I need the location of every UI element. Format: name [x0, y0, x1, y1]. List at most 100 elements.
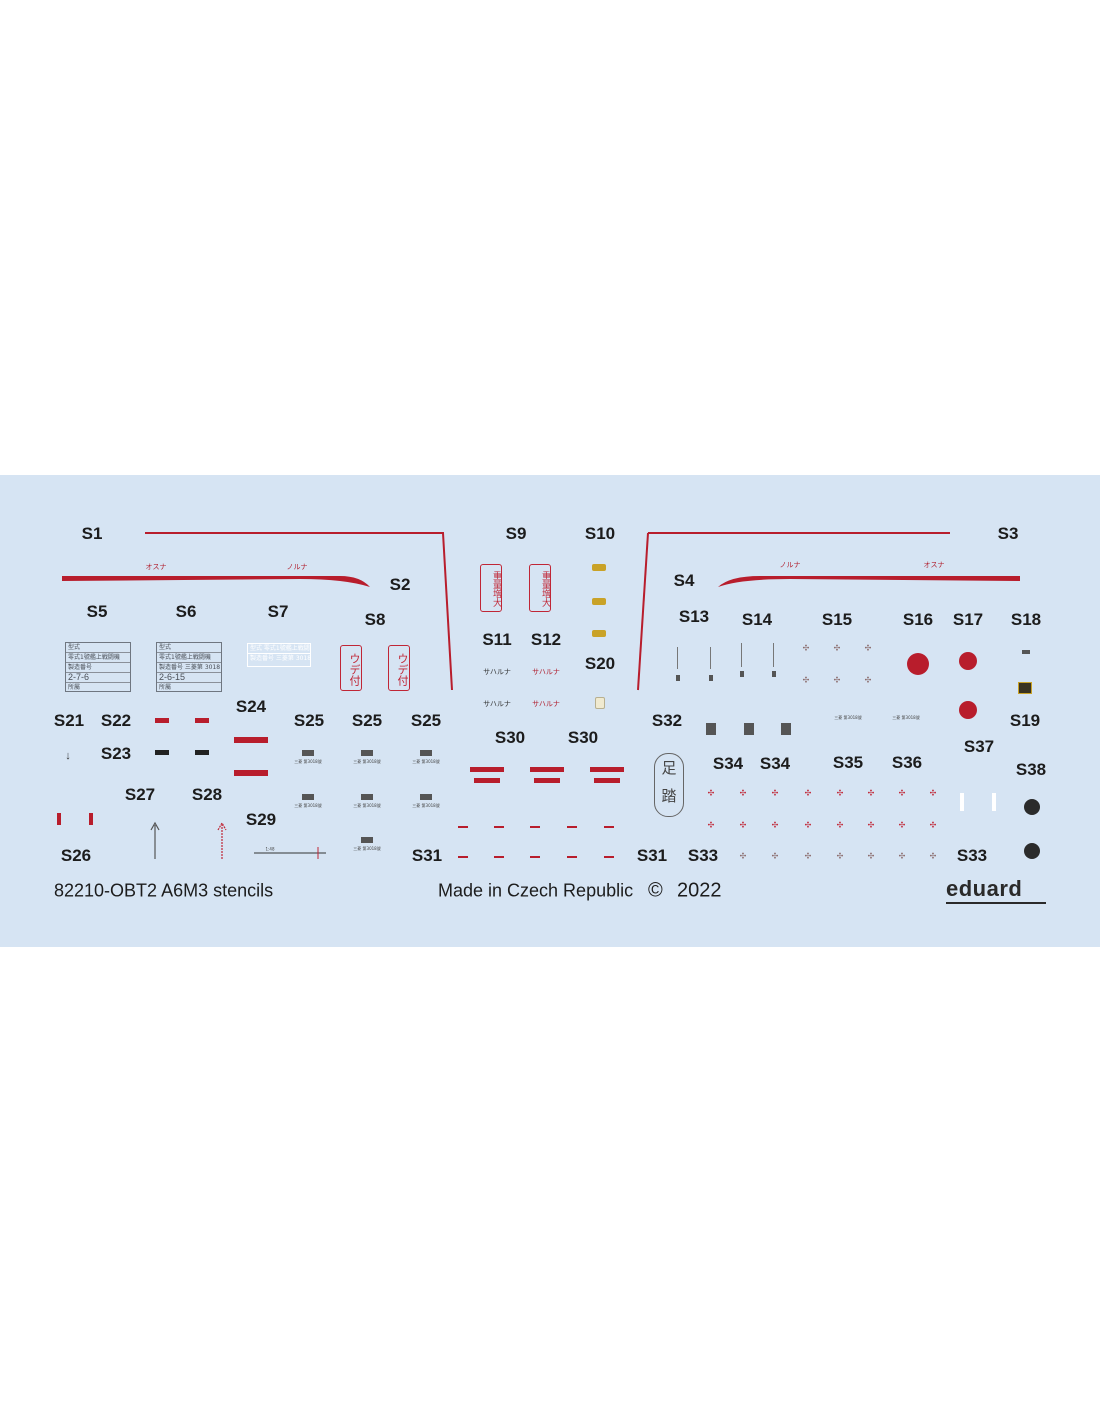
s30-bar-1a [470, 767, 504, 772]
s10-gold-marker-a [592, 564, 606, 571]
s31-dash-1 [458, 826, 468, 828]
s17-red-dot-a [959, 652, 977, 670]
s11-saharuna-b: サハルナ [483, 700, 511, 708]
s9-weight-tag-b: 重量増大 [529, 564, 551, 612]
s15-cross-6: ✣ [864, 675, 872, 685]
s12-saharuna-a: サハルナ [532, 668, 560, 676]
s14-marker-b [772, 671, 776, 677]
s11-saharuna-a: サハルナ [483, 668, 511, 676]
s25-box-4 [302, 794, 314, 800]
s15-cross-2: ✣ [833, 643, 841, 653]
s36-cross-2: ✣ [929, 788, 937, 798]
label-s17: S17 [952, 610, 984, 629]
s6-data-plate: 型式 零式1號艦上戦闘機 製造番号 三菱第 3018 號 2-6-15 所屬 [156, 642, 222, 692]
label-s21: S21 [53, 711, 85, 730]
s32-panel-2 [744, 723, 754, 735]
s29-text: 1:48 [265, 846, 275, 852]
s24-red-bar-b [234, 770, 268, 776]
eduard-logo-underline [946, 902, 1046, 904]
s31-dash-6 [458, 856, 468, 858]
s38-dark-dot-a [1024, 799, 1040, 815]
s30-bar-3a [590, 767, 624, 772]
s35-cross-4: ✣ [804, 820, 812, 830]
label-s14: S14 [741, 610, 773, 629]
s35-cross-2: ✣ [836, 788, 844, 798]
s27-s28-arrows [150, 821, 326, 859]
s32-panel-1 [706, 723, 716, 735]
label-s10: S10 [584, 524, 616, 543]
s2-noruna-text: ノルナ [286, 563, 308, 571]
label-s29: S29 [245, 810, 277, 829]
label-s20: S20 [584, 654, 616, 673]
s33-cross-4: ✣ [836, 851, 844, 861]
s25-text-5: 三菱 第3018號 [353, 803, 381, 808]
step-marker-top: 足 [661, 759, 677, 777]
s30-bar-3b [594, 778, 620, 783]
label-s24: S24 [235, 697, 267, 716]
year: 2022 [677, 879, 722, 902]
s31-dash-3 [530, 826, 540, 828]
s15-cross-5: ✣ [833, 675, 841, 685]
label-s5: S5 [86, 602, 108, 621]
s19-marker [1018, 682, 1032, 694]
label-s35: S35 [832, 753, 864, 772]
label-s8: S8 [364, 610, 386, 629]
s31-dash-8 [530, 856, 540, 858]
s33-cross-5: ✣ [867, 851, 875, 861]
s32-panel-3 [781, 723, 791, 735]
s14-line-a [741, 643, 742, 667]
label-s31-a: S31 [411, 846, 443, 865]
s12-saharuna-b: サハルナ [532, 700, 560, 708]
label-s32: S32 [651, 711, 683, 730]
s36-cross-4: ✣ [929, 820, 937, 830]
label-s37: S37 [963, 737, 995, 756]
s26-marker-a [57, 813, 61, 825]
s17-red-dot-b [959, 701, 977, 719]
label-s34-b: S34 [759, 754, 791, 773]
s18-marker [1022, 650, 1030, 654]
s25-text-2: 三菱 第3018號 [353, 759, 381, 764]
s31-dash-2 [494, 826, 504, 828]
s38-dark-dot-b [1024, 843, 1040, 859]
label-s1: S1 [81, 524, 103, 543]
s25-box-6 [420, 794, 432, 800]
label-s15: S15 [821, 610, 853, 629]
s21-arrow: ↓ [65, 750, 71, 762]
s20-light-marker [595, 697, 605, 709]
s37-marker-a [960, 793, 964, 811]
s35-cross-6: ✣ [867, 820, 875, 830]
s33-step-marker: 足 踏 [654, 753, 684, 817]
s34-cross-2: ✣ [739, 788, 747, 798]
s22-red-tag-b [195, 718, 209, 723]
s30-bar-1b [474, 778, 500, 783]
s36-text: 三菱 第3018號 [892, 715, 920, 720]
s36-cross-3: ✣ [898, 820, 906, 830]
s25-box-5 [361, 794, 373, 800]
s23-marker-b [195, 750, 209, 755]
s16-red-roundel [907, 653, 929, 675]
label-s4: S4 [673, 571, 695, 590]
s33-cross-7: ✣ [929, 851, 937, 861]
copyright-symbol: © [648, 879, 663, 902]
label-s13: S13 [678, 607, 710, 626]
s10-gold-marker-c [592, 630, 606, 637]
s10-gold-marker-b [592, 598, 606, 605]
s13-line-a [677, 647, 678, 669]
s9-weight-tag-a: 重量増大 [480, 564, 502, 612]
s15-cross-4: ✣ [802, 675, 810, 685]
label-s16: S16 [902, 610, 934, 629]
s34-cross-1: ✣ [707, 788, 715, 798]
s33-cross-3: ✣ [804, 851, 812, 861]
label-s19: S19 [1009, 711, 1041, 730]
s8-ude-tsuki-tag-a: ウデ付 [340, 645, 362, 691]
s36-cross-1: ✣ [898, 788, 906, 798]
label-s28: S28 [191, 785, 223, 804]
label-s33-a: S33 [687, 846, 719, 865]
label-s30-a: S30 [494, 728, 526, 747]
s25-box-7 [361, 837, 373, 843]
s35-cross-1: ✣ [804, 788, 812, 798]
label-s33-b: S33 [956, 846, 988, 865]
s13-marker-a [676, 675, 680, 681]
s33-cross-2: ✣ [771, 851, 779, 861]
s25-text-1: 三菱 第3018號 [294, 759, 322, 764]
